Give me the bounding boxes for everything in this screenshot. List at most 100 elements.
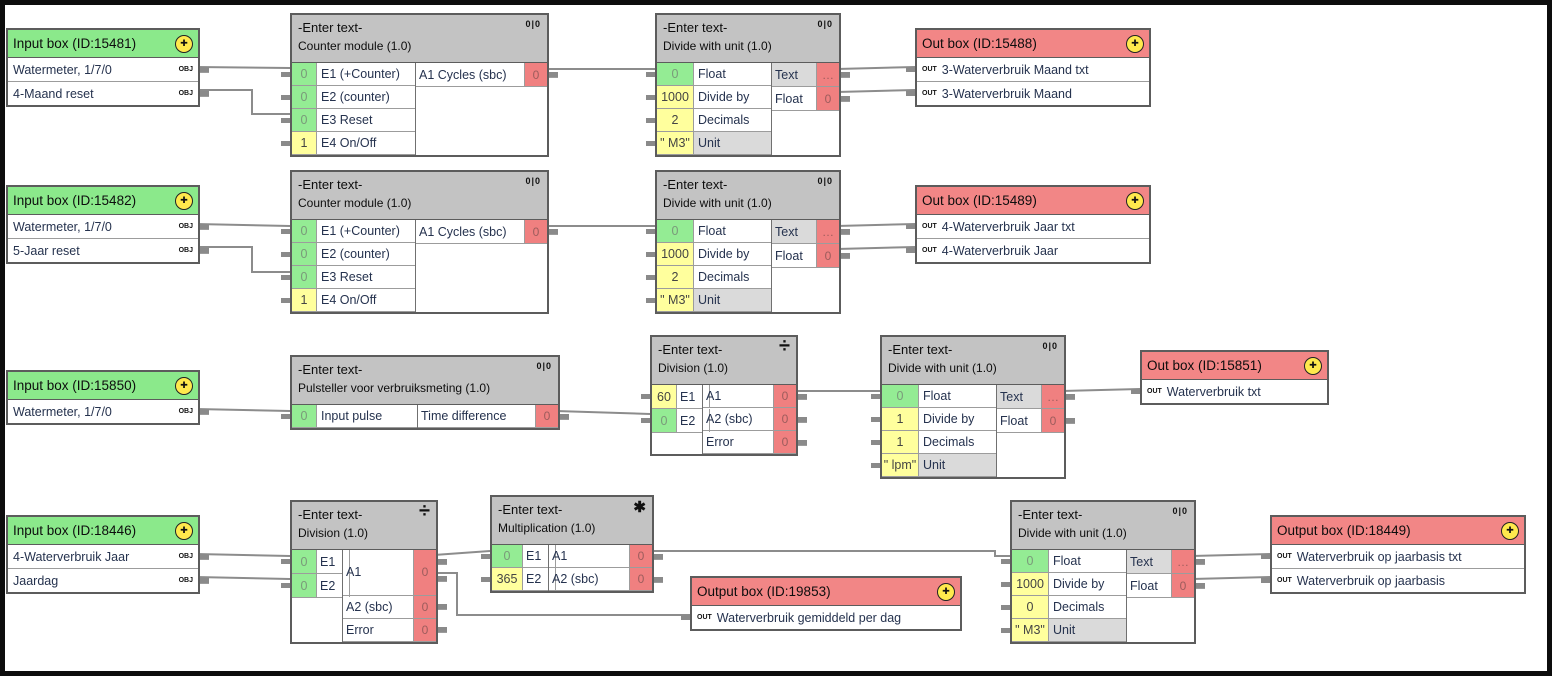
input-value[interactable]: " M3": [657, 132, 694, 154]
divide-with-unit-2[interactable]: -Enter text- Divide with unit (1.0) 0|0 …: [646, 170, 850, 314]
output-row[interactable]: OUT Waterverbruik op jaarbasis txt: [1261, 545, 1524, 569]
output-port[interactable]: [798, 416, 807, 423]
output-port[interactable]: [841, 96, 850, 102]
input-value[interactable]: 0: [292, 550, 317, 573]
divide-with-unit-4[interactable]: -Enter text- Divide with unit (1.0) 0|0 …: [1001, 500, 1205, 644]
plus-icon[interactable]: ✚: [1501, 521, 1519, 540]
input-port[interactable]: [281, 140, 290, 146]
module-input-row[interactable]: 0 Float: [646, 63, 771, 86]
module-input-row[interactable]: " M3" Unit: [646, 132, 771, 155]
input-value[interactable]: " M3": [1012, 619, 1049, 641]
module-input-row[interactable]: 1 E4 On/Off: [281, 132, 415, 155]
plus-icon[interactable]: ✚: [175, 521, 193, 540]
division-module-4[interactable]: -Enter text- Division (1.0) ÷ 0 E1 0 E2 …: [281, 500, 447, 644]
input-port[interactable]: [646, 228, 655, 234]
multiplication-module[interactable]: -Enter text- Multiplication (1.0) ✱ 0 E1…: [481, 495, 663, 593]
input-port[interactable]: [646, 251, 655, 257]
output-port[interactable]: [549, 72, 558, 78]
input-value[interactable]: 365: [492, 568, 523, 590]
input-port[interactable]: [906, 248, 915, 253]
input-port[interactable]: [481, 576, 490, 582]
module-output-row[interactable]: A1 Cycles (sbc) 0: [416, 220, 558, 244]
input-port[interactable]: [906, 67, 915, 72]
input-port[interactable]: [871, 416, 880, 422]
out-box-header[interactable]: Out box (ID:15851) ✚: [1142, 352, 1327, 380]
module-input-row[interactable]: 0 E3 Reset: [281, 109, 415, 132]
input-box-header[interactable]: Input box (ID:15481) ✚: [8, 30, 198, 58]
module-output-row[interactable]: Text …: [772, 220, 850, 244]
output-row[interactable]: OUT Waterverbruik gemiddeld per dag: [681, 606, 960, 629]
module-output-row[interactable]: Float 0: [772, 244, 850, 268]
input-box-15850[interactable]: Input box (ID:15850) ✚ Watermeter, 1/7/0…: [6, 370, 209, 425]
input-port[interactable]: [646, 94, 655, 100]
module-header[interactable]: -Enter text- Divide with unit (1.0) 0|0: [657, 15, 839, 63]
input-value[interactable]: 2: [657, 109, 694, 131]
module-input-row[interactable]: 0 E1 (+Counter): [281, 220, 415, 243]
input-port[interactable]: [1001, 581, 1010, 587]
output-port[interactable]: [1066, 394, 1075, 400]
module-output-row[interactable]: Error 0: [343, 618, 447, 642]
output-box-19853[interactable]: Output box (ID:19853) ✚ OUT Waterverbrui…: [681, 576, 962, 631]
input-port[interactable]: [281, 94, 290, 100]
module-output-row[interactable]: Float 0: [997, 409, 1075, 433]
output-port[interactable]: [438, 576, 447, 582]
output-port[interactable]: [200, 578, 209, 584]
module-input-row[interactable]: 0 E3 Reset: [281, 266, 415, 289]
input-port[interactable]: [646, 297, 655, 303]
input-port[interactable]: [1261, 554, 1270, 559]
output-port[interactable]: [438, 559, 447, 565]
divide-with-unit-1[interactable]: -Enter text- Divide with unit (1.0) 0|0 …: [646, 13, 850, 157]
plus-icon[interactable]: ✚: [937, 582, 955, 601]
module-output-row[interactable]: Float 0: [1127, 574, 1205, 598]
module-output-row[interactable]: Text …: [772, 63, 850, 87]
output-port[interactable]: [200, 554, 209, 560]
module-input-row[interactable]: 0 Decimals: [1001, 596, 1126, 619]
input-value[interactable]: 0: [292, 109, 317, 131]
input-port[interactable]: [871, 393, 880, 399]
input-port[interactable]: [281, 413, 290, 419]
module-input-row[interactable]: " lpm" Unit: [871, 454, 996, 477]
output-port[interactable]: [654, 553, 663, 560]
input-port[interactable]: [906, 91, 915, 96]
module-output-row[interactable]: A1 0: [549, 545, 663, 568]
out-box-header[interactable]: Out box (ID:15488) ✚: [917, 30, 1149, 58]
module-input-row[interactable]: 0 Float: [646, 220, 771, 243]
output-port[interactable]: [1196, 559, 1205, 565]
input-value[interactable]: 0: [292, 266, 317, 288]
module-input-row[interactable]: 0 E1 (+Counter): [281, 63, 415, 86]
input-value[interactable]: 60: [652, 385, 677, 408]
input-port[interactable]: [871, 439, 880, 445]
output-port[interactable]: [841, 229, 850, 235]
module-input-row[interactable]: 0 E2 (counter): [281, 243, 415, 266]
input-value[interactable]: 0: [652, 409, 677, 432]
input-row[interactable]: 5-Jaar reset OBJ: [8, 239, 209, 262]
input-port[interactable]: [281, 117, 290, 123]
input-value[interactable]: 1: [882, 431, 919, 453]
module-output-row[interactable]: A1 0: [343, 550, 447, 596]
input-value[interactable]: 0: [657, 63, 694, 85]
input-box-15481[interactable]: Input box (ID:15481) ✚ Watermeter, 1/7/0…: [6, 28, 209, 107]
output-port[interactable]: [200, 91, 209, 97]
output-port[interactable]: [200, 409, 209, 415]
plus-icon[interactable]: ✚: [1126, 34, 1144, 53]
output-port[interactable]: [841, 72, 850, 78]
module-input-row[interactable]: 2 Decimals: [646, 109, 771, 132]
input-box-header[interactable]: Input box (ID:15482) ✚: [8, 187, 198, 215]
input-port[interactable]: [1001, 558, 1010, 564]
module-header[interactable]: -Enter text- Divide with unit (1.0) 0|0: [882, 337, 1064, 385]
input-value[interactable]: 0: [292, 405, 317, 427]
input-port[interactable]: [281, 583, 290, 588]
output-box-18449[interactable]: Output box (ID:18449) ✚ OUT Waterverbrui…: [1261, 515, 1526, 594]
plus-icon[interactable]: ✚: [1304, 356, 1322, 375]
input-port[interactable]: [871, 462, 880, 468]
module-input-row[interactable]: 1000 Divide by: [1001, 573, 1126, 596]
plus-icon[interactable]: ✚: [175, 34, 193, 53]
output-row[interactable]: OUT 4-Waterverbruik Jaar: [906, 239, 1149, 262]
module-output-row[interactable]: A2 (sbc) 0: [343, 595, 447, 619]
plus-icon[interactable]: ✚: [1126, 191, 1144, 210]
module-output-row[interactable]: Float 0: [772, 87, 850, 111]
input-value[interactable]: 1: [292, 132, 317, 154]
input-port[interactable]: [646, 274, 655, 280]
input-port[interactable]: [481, 553, 490, 559]
input-value[interactable]: 0: [292, 86, 317, 108]
